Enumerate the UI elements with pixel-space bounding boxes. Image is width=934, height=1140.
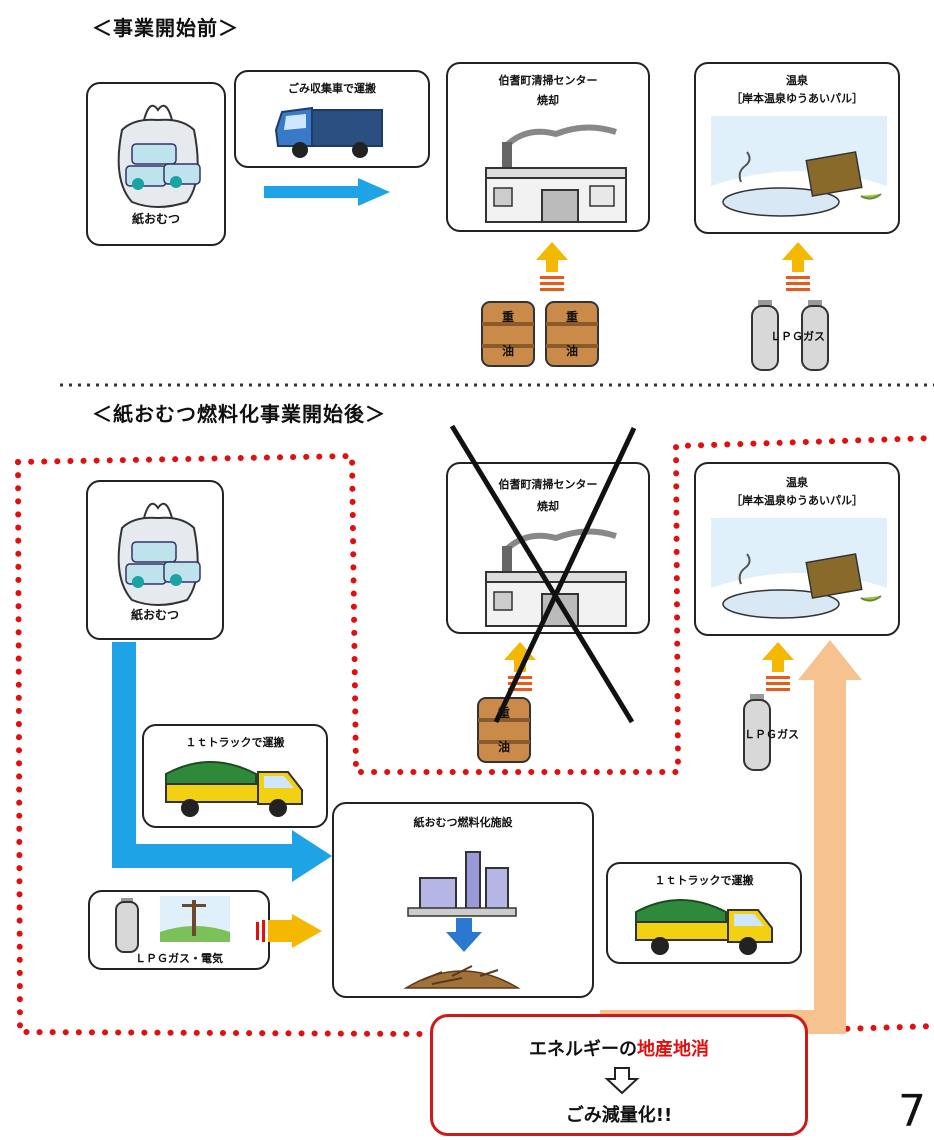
before-diaper-box: 紙おむつ — [86, 82, 226, 246]
before-onsen-sub: ［岸本温泉ゆうあいパル］ — [731, 92, 863, 105]
before-diaper-label: 紙おむつ — [131, 212, 180, 226]
down-arrow-icon — [446, 918, 482, 952]
fuel-supply-arrow-icon — [600, 640, 862, 1034]
small-truck-icon — [635, 899, 773, 955]
before-oil-drum-2: 重 油 — [544, 298, 600, 370]
after-oil-drum: 重 油 — [476, 694, 532, 766]
diaper-bag-icon — [117, 502, 201, 606]
after-truck1-label: １ｔトラックで運搬 — [185, 736, 285, 749]
after-center-title: 伯耆町清掃センター — [498, 478, 598, 491]
after-truck2-label: １ｔトラックで運搬 — [654, 874, 754, 887]
after-onsen-sub: ［岸本温泉ゆうあいパル］ — [731, 494, 863, 507]
hot-spring-icon — [711, 116, 887, 226]
hollow-down-arrow-icon — [604, 1067, 640, 1095]
fuel-facility-label: 紙おむつ燃料化施設 — [413, 816, 513, 829]
after-lpg-label: ＬＰＧガス — [744, 728, 799, 741]
after-onsen-title: 温泉 — [786, 476, 808, 489]
before-heading: ＜事業開始前＞ — [92, 16, 239, 40]
after-heading: ＜紙おむつ燃料化事業開始後＞ — [92, 402, 386, 426]
fuel-facility-box: 紙おむつ燃料化施設 — [332, 802, 594, 998]
before-center-sub: 焼却 — [537, 94, 559, 107]
summary-line2: ごみ減量化!! — [565, 1105, 673, 1126]
small-truck-icon — [165, 761, 303, 817]
before-oil-char1: 重 — [501, 310, 514, 324]
before-oil-heat-arrow-icon — [536, 242, 568, 291]
lpg-electricity-label: ＬＰＧガス・電気 — [135, 952, 223, 965]
summary-box: エネルギーの地産地消 ごみ減量化!! — [430, 1014, 808, 1136]
cross-out-icon — [449, 424, 637, 724]
before-oil-char2: 油 — [501, 344, 514, 358]
after-onsen-box: 温泉 ［岸本温泉ゆうあいパル］ — [694, 462, 900, 636]
summary-line1: エネルギーの地産地消 — [433, 1035, 805, 1061]
before-transport-arrow-icon — [264, 178, 390, 206]
after-truck2-box: １ｔトラックで運搬 — [606, 862, 802, 964]
before-truck-label: ごみ収集車で運搬 — [288, 82, 376, 95]
before-lpg-heat-arrow-icon — [782, 242, 814, 291]
lpg-cylinder-icon — [115, 898, 139, 953]
before-truck-box: ごみ収集車で運搬 — [234, 70, 430, 168]
after-lpg-heat-arrow-icon — [762, 642, 794, 691]
power-pole-icon — [160, 896, 230, 942]
hot-spring-icon — [711, 518, 887, 628]
incinerator-building-icon — [485, 124, 627, 223]
wood-pellet-fuel-icon — [403, 965, 521, 989]
summary-line1-prefix: エネルギーの — [529, 1039, 637, 1060]
before-oil-char2b: 油 — [565, 344, 578, 358]
after-truck1-box: １ｔトラックで運搬 — [142, 724, 328, 828]
after-center-sub: 焼却 — [537, 500, 559, 513]
before-onsen-title: 温泉 — [786, 74, 808, 87]
before-oil-drum-1: 重 油 — [480, 298, 536, 370]
page-number: 7 — [898, 1086, 926, 1137]
after-diaper-box: 紙おむつ — [86, 480, 224, 640]
oil-drum-icon — [545, 301, 599, 367]
after-oil-char2: 油 — [497, 740, 510, 754]
oil-drum-icon — [477, 697, 531, 763]
oil-drum-icon — [481, 301, 535, 367]
lpg-electricity-box: ＬＰＧガス・電気 — [88, 890, 270, 970]
before-lpg-cylinders-icon — [751, 300, 829, 371]
fuel-plant-icon — [407, 851, 517, 917]
diaper-bag-icon — [117, 104, 201, 208]
section-separator — [60, 383, 934, 387]
summary-line1-highlight: 地産地消 — [637, 1039, 709, 1060]
garbage-truck-icon — [274, 106, 383, 158]
after-lpg-cylinder-icon — [743, 694, 771, 771]
before-onsen-box: 温泉 ［岸本温泉ゆうあいパル］ — [694, 62, 900, 234]
diaper-transport-arrow-icon — [112, 642, 332, 882]
before-center-title: 伯耆町清掃センター — [498, 74, 598, 87]
energy-input-arrow-icon — [256, 914, 322, 948]
before-lpg-label: ＬＰＧガス — [770, 330, 825, 343]
after-diaper-label: 紙おむつ — [130, 608, 179, 622]
after-oil-heat-arrow-icon — [504, 642, 536, 691]
before-oil-char1b: 重 — [565, 310, 578, 324]
before-center-box: 伯耆町清掃センター 焼却 — [446, 62, 650, 232]
